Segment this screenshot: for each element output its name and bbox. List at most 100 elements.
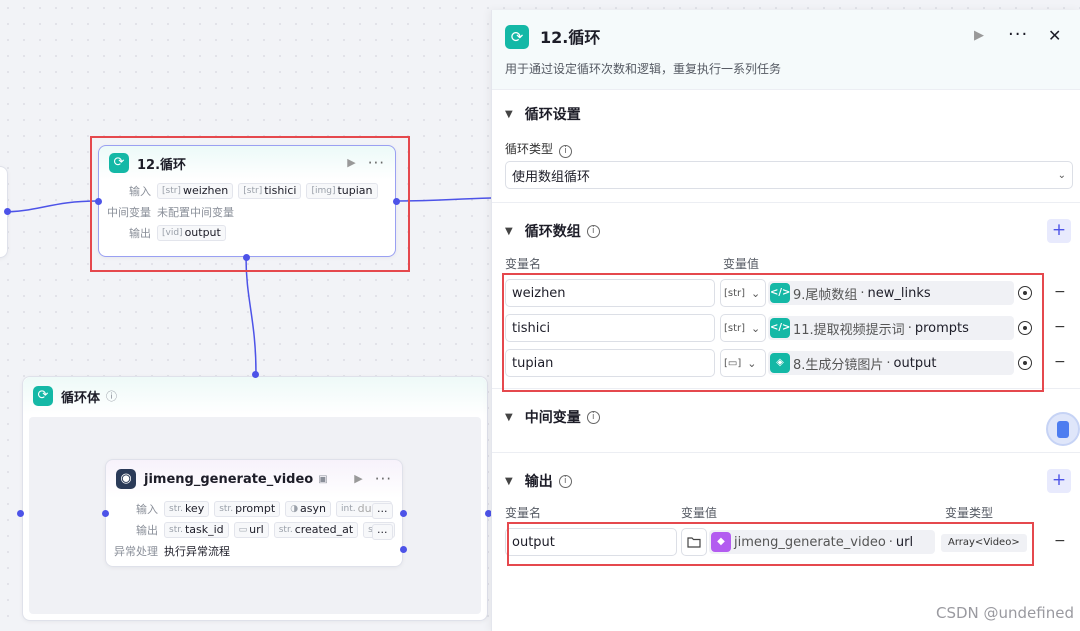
more-icon[interactable]: ··· (374, 469, 392, 488)
ref-node-name: 11.提取视频提示词 (793, 322, 905, 338)
loop-type-select[interactable]: 使用数组循环 ⌄ (505, 161, 1073, 189)
array-type-select[interactable]: [str]⌄ (720, 314, 766, 342)
chevron-down-icon: ▼ (505, 475, 513, 487)
section-title: 输出 (524, 474, 553, 490)
array-var-name-input[interactable]: weizhen (505, 279, 715, 307)
section-mid-vars[interactable]: ▼ 中间变量 i (505, 407, 600, 427)
error-port[interactable] (400, 546, 407, 553)
error-label: 异常处理 (114, 544, 158, 558)
chevron-down-icon: ⌄ (1057, 169, 1066, 181)
divider (492, 202, 1080, 203)
output-label: 输出 (136, 523, 158, 537)
assistant-float-button[interactable] (1046, 412, 1080, 446)
section-loop-settings[interactable]: ▼ 循环设置 (505, 104, 581, 124)
column-header-type: 变量类型 (945, 506, 994, 520)
ref-node-name: jimeng_generate_video (734, 534, 886, 550)
more-inputs-button[interactable]: ··· (372, 503, 393, 519)
variable-picker-icon[interactable] (1018, 356, 1032, 370)
add-output-button[interactable]: + (1047, 469, 1071, 493)
run-icon[interactable]: ▶ (354, 471, 363, 485)
array-ref-value[interactable]: ◈ 8.生成分镜图片 · output (768, 351, 1014, 375)
input-port[interactable] (102, 510, 109, 517)
watermark: CSDN @undefined (935, 604, 1074, 622)
input-tag: [str]weizhen (157, 182, 234, 199)
info-icon[interactable]: i (559, 145, 573, 158)
array-type-select[interactable]: [str]⌄ (720, 279, 766, 307)
section-title: 循环设置 (524, 107, 581, 123)
highlight-box (507, 522, 1034, 566)
info-icon[interactable]: i (586, 410, 600, 424)
output-type-badge: Array<Video> (941, 534, 1027, 552)
plugin-node[interactable]: ◉ jimeng_generate_video ▣ ▶ ··· 输入 str.k… (105, 459, 403, 567)
ref-separator: · (907, 320, 912, 336)
code-node-icon: </> (770, 318, 790, 338)
section-title: 循环数组 (524, 224, 581, 240)
input-label: 输入 (136, 502, 158, 516)
loop-node[interactable]: ⟳ 12.循环 ▶ ··· 输入 [str]weizhen [str]tishi… (98, 145, 396, 257)
output-tag: str.task_id (164, 521, 229, 538)
add-array-item-button[interactable]: + (1047, 219, 1071, 243)
column-header-name: 变量名 (505, 257, 542, 271)
ref-var-name: url (895, 534, 914, 550)
ref-node-name: 9.尾帧数组 (793, 287, 858, 303)
image-node-icon: ◈ (770, 353, 790, 373)
ref-separator: · (888, 534, 893, 550)
input-row: 输入 [str]weizhen [str]tishici [img]tupian (99, 180, 395, 201)
remove-row-button[interactable]: − (1054, 319, 1066, 335)
remove-row-button[interactable]: − (1054, 284, 1066, 300)
ref-var-name: output (893, 355, 937, 371)
error-value: 执行异常流程 (164, 544, 230, 558)
chevron-down-icon: ▼ (505, 108, 513, 120)
output-name-input[interactable]: output (505, 528, 677, 556)
output-ref-value[interactable]: ◆ jimeng_generate_video · url (709, 530, 935, 554)
output-port[interactable] (4, 208, 11, 215)
run-icon[interactable]: ▶ (974, 28, 984, 43)
remove-row-button[interactable]: − (1054, 354, 1066, 370)
output-port[interactable] (400, 510, 407, 517)
panel-title[interactable]: 12.循环 (540, 28, 601, 47)
panel-description: 用于通过设定循环次数和逻辑，重复执行一系列任务 (505, 62, 782, 76)
info-icon[interactable]: i (558, 474, 572, 488)
mid-value: 未配置中间变量 (157, 205, 234, 219)
node-title: jimeng_generate_video (144, 471, 314, 487)
loop-icon: ⟳ (505, 25, 529, 49)
chevron-down-icon: ▼ (505, 225, 513, 237)
output-port[interactable] (393, 198, 400, 205)
column-header-value: 变量值 (681, 506, 718, 520)
array-var-name-input[interactable]: tupian (505, 349, 715, 377)
array-ref-value[interactable]: </> 11.提取视频提示词 · prompts (768, 316, 1014, 340)
input-tag: [str]tishici (238, 182, 302, 199)
section-title: 中间变量 (524, 410, 581, 426)
array-ref-value[interactable]: </> 9.尾帧数组 · new_links (768, 281, 1014, 305)
more-icon[interactable]: ··· (367, 153, 385, 172)
input-tag: [img]tupian (306, 182, 378, 199)
divider (492, 452, 1080, 453)
more-icon[interactable]: ··· (1008, 24, 1029, 45)
more-outputs-button[interactable]: ··· (372, 524, 393, 540)
column-header-value: 变量值 (723, 257, 760, 271)
loop-body-port[interactable] (243, 254, 250, 261)
section-output[interactable]: ▼ 输出 i (505, 471, 572, 491)
info-icon[interactable]: ⓘ (106, 390, 118, 403)
loop-body-right-port[interactable] (485, 510, 492, 517)
variable-picker-icon[interactable] (1018, 321, 1032, 335)
output-tag: str.created_at (273, 521, 359, 538)
container-title: 循环体 (61, 390, 101, 406)
array-type-select[interactable]: [▭]⌄ (720, 349, 766, 377)
node-config-panel: ⟳ 12.循环 ▶ ··· ✕ 用于通过设定循环次数和逻辑，重复执行一系列任务 … (491, 10, 1080, 631)
section-loop-array[interactable]: ▼ 循环数组 i (505, 221, 600, 241)
loop-body-left-port[interactable] (17, 510, 24, 517)
input-port[interactable] (95, 198, 102, 205)
close-icon[interactable]: ✕ (1048, 26, 1062, 45)
run-icon[interactable]: ▶ (347, 155, 356, 169)
variable-picker-icon[interactable] (1018, 286, 1032, 300)
ref-node-name: 8.生成分镜图片 (793, 357, 884, 373)
folder-icon[interactable] (681, 528, 707, 556)
info-icon[interactable]: i (586, 224, 600, 238)
loop-body-input-port[interactable] (252, 371, 259, 378)
remove-output-button[interactable]: − (1054, 533, 1066, 549)
input-row: 输入 str.key str.prompt ◑asyn int.durat (106, 498, 402, 519)
highlight-box (90, 136, 410, 272)
array-var-name-input[interactable]: tishici (505, 314, 715, 342)
